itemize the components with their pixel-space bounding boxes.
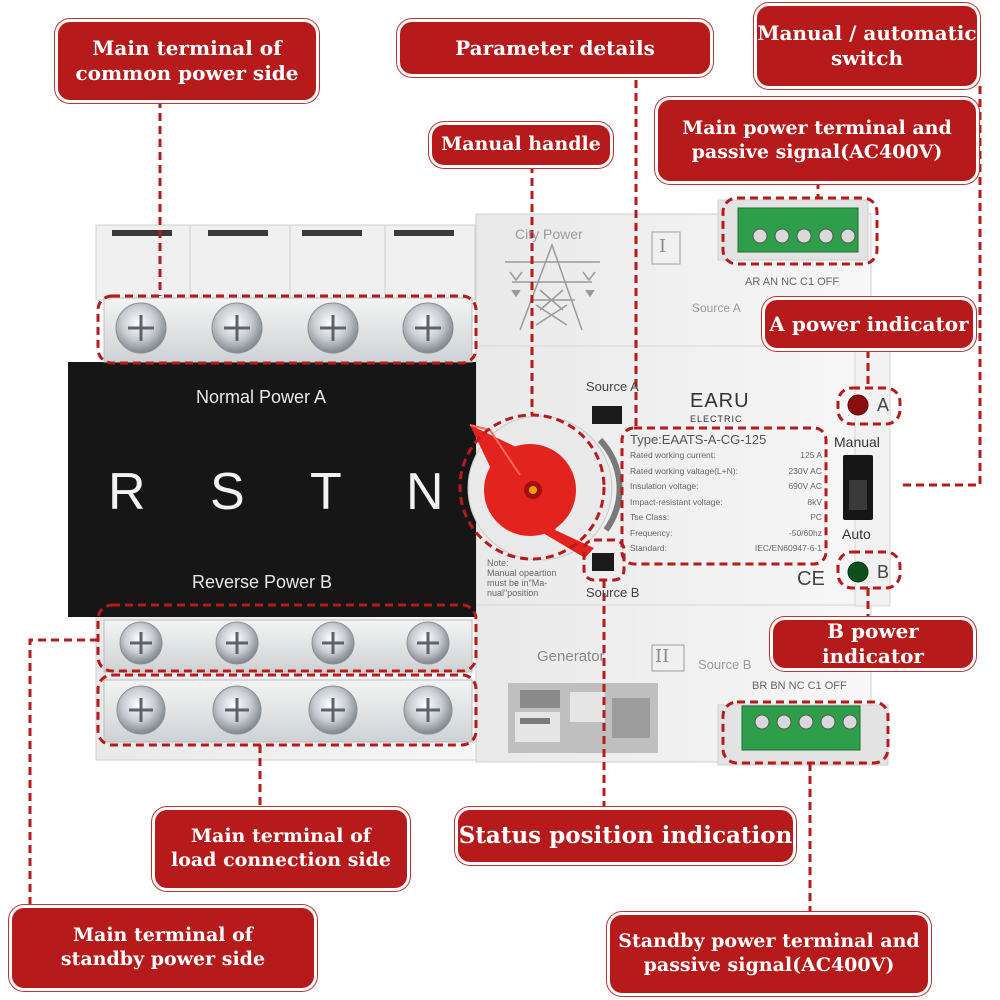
callout-standby-terminal: Standby power terminal and passive signa… — [610, 915, 928, 993]
manual-handle[interactable] — [469, 424, 594, 558]
spec-row: Rated working current:125 A — [630, 450, 822, 460]
indicator-b-letter: B — [877, 562, 890, 582]
manual-label: Manual — [834, 434, 880, 450]
phase-r: R — [108, 463, 146, 521]
phase-t: T — [310, 463, 342, 521]
callout-parameter-details: Parameter details — [400, 22, 710, 74]
outline-indicator-a — [836, 386, 902, 426]
spec-row: Standard:IEC/EN60947-6-1 — [630, 543, 822, 553]
callout-load-connection-side: Main terminal of load connection side — [155, 810, 407, 888]
note-text: Note: Manual opeartion must be in"Ma- nu… — [487, 558, 557, 598]
spec-type: Type:EAATS-A-CG-125 — [630, 432, 767, 447]
top-screw-row — [103, 297, 473, 363]
spec-plate: Type:EAATS-A-CG-125 Rated working curren… — [630, 432, 822, 559]
terminal-block-a — [737, 207, 859, 253]
outline-common-terminals — [96, 294, 478, 365]
leader-lines — [28, 80, 982, 915]
spec-row: Frequency:-50/60hz — [630, 527, 822, 538]
phase-n: N — [406, 463, 444, 521]
terminal-b-labels: BR BN NC C1 OFF — [752, 680, 847, 692]
outline-standby-terminals — [96, 673, 478, 747]
terminal-block-b — [741, 705, 861, 751]
ce-mark: CE — [797, 568, 825, 590]
auto-label: Auto — [842, 526, 871, 542]
callout-main-power-terminal: Main power terminal and passive signal(A… — [658, 100, 976, 181]
outline-load-terminals — [96, 603, 478, 673]
indicator-a-lamp — [847, 394, 869, 416]
callout-b-power-indicator: B power indicator — [773, 619, 973, 668]
spec-row: Insulation voltage:690V AC — [630, 481, 822, 491]
generator-icon — [508, 683, 658, 753]
spec-row: Rated working valtage(L+N):230V AC — [630, 465, 822, 476]
pole-caps — [95, 224, 476, 301]
source-a-top-label: Source A — [692, 301, 741, 315]
city-power-label: City Power — [515, 226, 583, 242]
bottom-screw-row — [103, 679, 473, 743]
roman-ii: II — [655, 646, 670, 667]
source-b-low-label: Source B — [698, 657, 752, 672]
roman-i: I — [659, 236, 667, 257]
brand-subtitle: ELECTRIC — [690, 414, 743, 424]
phase-s: S — [210, 463, 245, 521]
normal-power-label: Normal Power A — [196, 387, 327, 407]
source-b-label: Source B — [586, 585, 640, 600]
outline-indicator-b — [836, 550, 902, 590]
callout-common-power-side: Main terminal of common power side — [58, 22, 316, 100]
outline-parameters — [620, 426, 828, 566]
spec-row: Impact-resistant voltage:8kV — [630, 496, 822, 507]
callout-status-position: Status position indication — [458, 810, 793, 862]
terminal-a-labels: AR AN NC C1 OFF — [745, 276, 840, 288]
indicator-b-lamp — [847, 561, 869, 583]
outline-terminal-b — [721, 700, 890, 765]
callout-standby-power-side: Main terminal of standby power side — [12, 908, 314, 988]
source-b-slot — [592, 553, 614, 571]
reverse-power-label: Reverse Power B — [192, 572, 333, 592]
callout-a-power-indicator: A power indicator — [765, 300, 973, 348]
callout-manual-auto-switch: Manual / automatic switch — [757, 6, 977, 86]
source-a-slot — [592, 406, 622, 424]
brand-logo: EARU — [690, 390, 750, 412]
front-panel — [68, 362, 476, 617]
generator-label: Generator — [537, 648, 605, 665]
source-a-label: Source A — [586, 379, 639, 394]
spec-row: Tse Class:PC — [630, 512, 822, 522]
middle-screw-row — [103, 619, 473, 673]
callout-manual-handle: Manual handle — [432, 125, 610, 165]
indicator-a-letter: A — [877, 395, 890, 415]
